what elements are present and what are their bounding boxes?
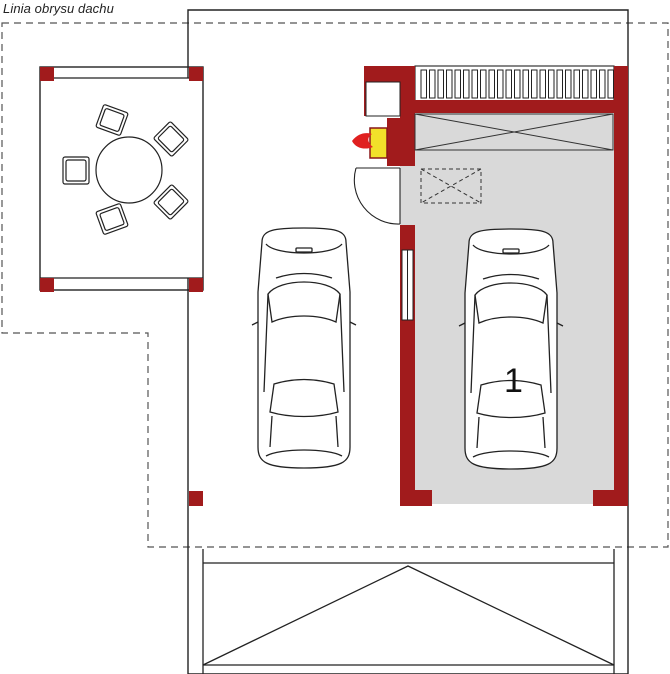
shelf-divider [463, 69, 470, 99]
fireplace [352, 81, 401, 159]
shelf-divider [522, 69, 529, 99]
car-carport [251, 227, 357, 469]
ceiling-beam [414, 113, 614, 151]
shelf-divider [573, 69, 580, 99]
shelf-divider [556, 69, 563, 99]
shelf-divider [505, 69, 512, 99]
shelf-divider [565, 69, 572, 99]
shelf-divider [514, 69, 521, 99]
shelf-divider [582, 69, 589, 99]
attic-hatch [420, 168, 482, 204]
table-with-chairs [62, 104, 189, 235]
shelf-divider [480, 69, 487, 99]
car-garage [458, 228, 564, 470]
shelf-divider [531, 69, 538, 99]
shelf-divider [548, 69, 555, 99]
shelf-divider [420, 69, 427, 99]
carport-roof-truss [202, 549, 615, 674]
roof-outline [1, 22, 669, 548]
garage-space-number: 1 [504, 362, 523, 400]
terrace-pillars [40, 67, 203, 506]
garage-side-door[interactable] [353, 167, 401, 225]
roof-outline-label: Linia obrysu dachu [3, 1, 114, 16]
shelf-divider [437, 69, 444, 99]
shelf-divider [488, 69, 495, 99]
shelf-divider [599, 69, 606, 99]
shelf-dividers [420, 69, 614, 99]
shelf-divider [454, 69, 461, 99]
flame-icon [352, 133, 373, 149]
terrace [39, 66, 204, 291]
shelf-divider [590, 69, 597, 99]
shelf-divider [429, 69, 436, 99]
shelf-divider [446, 69, 453, 99]
shelf-divider [471, 69, 478, 99]
shelf-divider [607, 69, 614, 99]
shelf-divider [539, 69, 546, 99]
garage-window [401, 249, 414, 321]
shelf-divider [497, 69, 504, 99]
